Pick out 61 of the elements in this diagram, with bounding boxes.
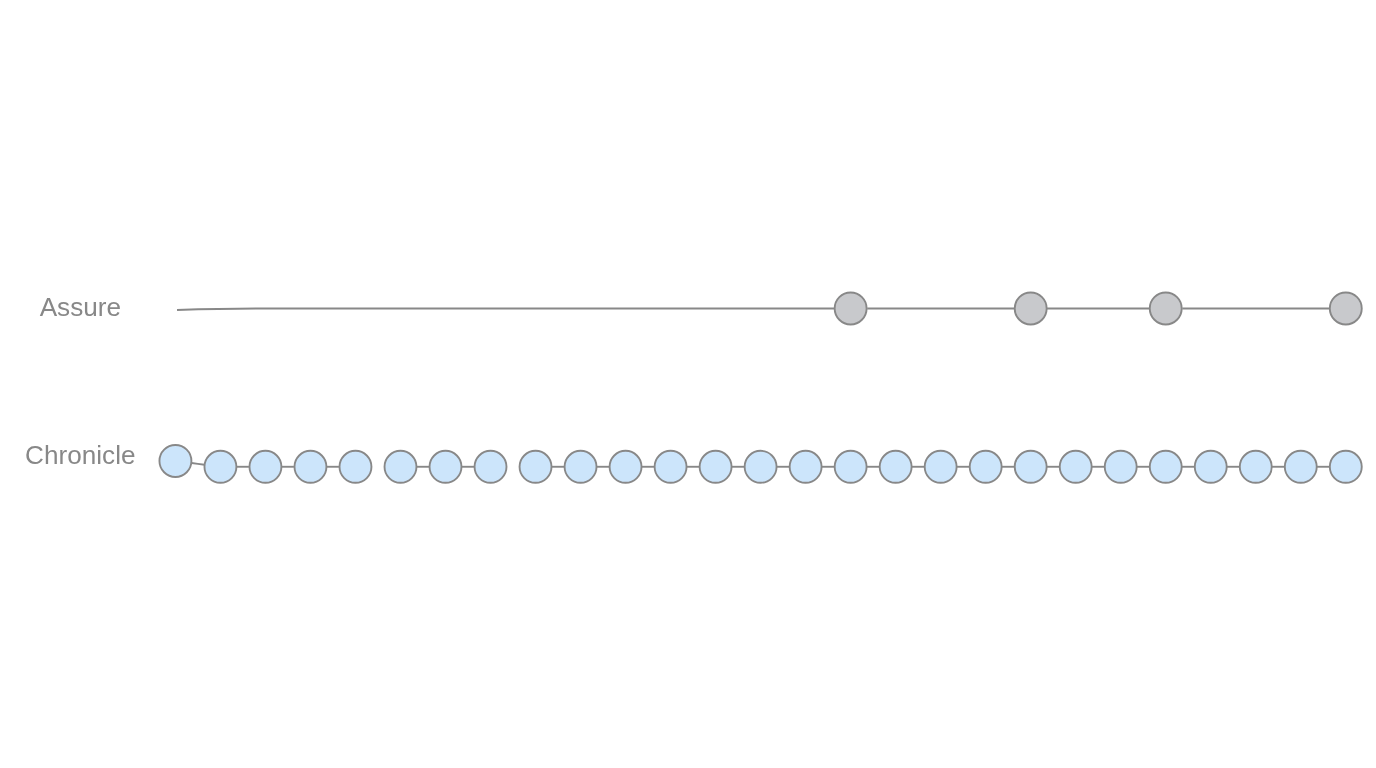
node-circle [1328, 449, 1363, 484]
node-circle [518, 449, 553, 484]
node-circle [1148, 449, 1183, 484]
node-circle [608, 449, 643, 484]
node-circle [203, 449, 238, 484]
connector [1045, 465, 1061, 468]
connector [685, 465, 700, 468]
node-circle [1013, 291, 1048, 326]
connector [1316, 465, 1331, 468]
label: Assure [39, 292, 121, 323]
node-circle [1148, 291, 1183, 326]
connector [640, 465, 655, 468]
node-circle [1283, 449, 1318, 484]
node-circle [158, 444, 193, 478]
node-circle [923, 449, 958, 484]
node-circle [473, 449, 508, 484]
connector [1271, 465, 1286, 468]
node-circle [293, 449, 328, 484]
node-circle [968, 449, 1003, 484]
label: Chronicle [25, 440, 136, 471]
node-circle [878, 449, 913, 484]
node-circle [1238, 449, 1273, 484]
node-circle [788, 449, 823, 484]
connector [1180, 465, 1196, 468]
node-circle [428, 449, 463, 484]
connector [865, 465, 881, 468]
connector [235, 465, 250, 468]
connector [1181, 307, 1331, 310]
node-circle [1013, 449, 1048, 484]
node-circle [1058, 449, 1093, 484]
connector [1135, 465, 1151, 468]
connector [1090, 465, 1106, 468]
connector [325, 465, 340, 468]
node-circle [1103, 449, 1138, 484]
node-circle [383, 449, 418, 484]
node-circle [563, 449, 598, 484]
connector [775, 465, 791, 468]
node-circle [653, 449, 688, 484]
node-circle [698, 449, 733, 484]
connector [176, 307, 836, 311]
connector [460, 465, 475, 468]
node-circle [1193, 449, 1228, 484]
connector [595, 465, 610, 468]
connector [1045, 307, 1151, 310]
node-circle [1328, 291, 1363, 326]
node-circle [743, 449, 778, 484]
node-circle [248, 449, 283, 484]
node-circle [833, 291, 868, 326]
connector [550, 465, 565, 468]
connector [415, 465, 430, 468]
connector [1000, 465, 1016, 468]
connector [1225, 465, 1241, 468]
connector [190, 462, 206, 466]
connector [955, 465, 971, 468]
node-circle [833, 449, 868, 484]
node-circle [338, 449, 373, 484]
connector [730, 465, 746, 468]
connector [910, 465, 926, 468]
connector [820, 465, 836, 468]
connector [280, 465, 295, 468]
connector [866, 307, 1016, 310]
